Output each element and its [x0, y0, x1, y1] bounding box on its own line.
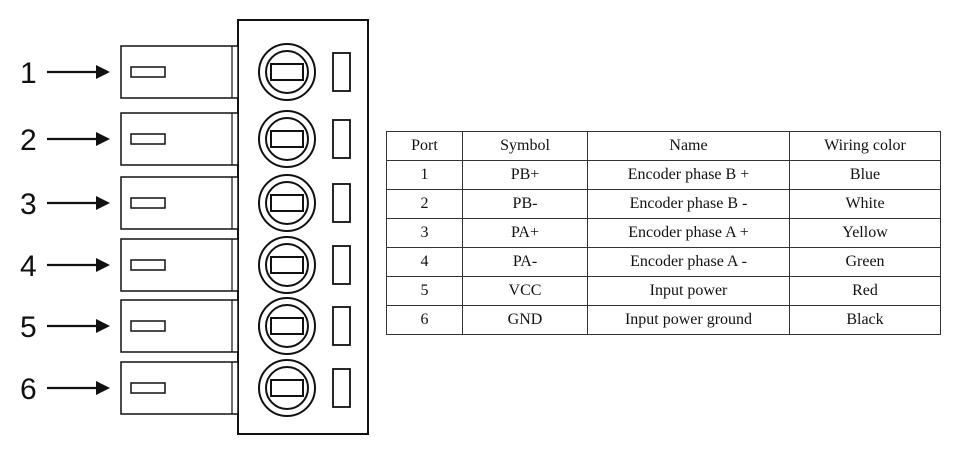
cell-wiring-color: Red [789, 276, 941, 306]
pin-definition-table: Port Symbol Name Wiring color 1 PB+ Enco… [386, 131, 941, 335]
cell-port: 1 [386, 160, 463, 190]
arrow-head [96, 132, 110, 146]
wire-slot [130, 259, 166, 271]
port-number-label: 4 [20, 250, 37, 283]
port-number-label: 6 [20, 373, 37, 406]
wire-entry-block [120, 112, 239, 166]
terminal-position-4: 4 [20, 236, 351, 294]
table-row: 5 VCC Input power Red [386, 276, 941, 306]
arrow-head [96, 258, 110, 272]
cell-name: Input power ground [587, 305, 790, 335]
terminal-position-2: 2 [20, 110, 351, 168]
screw-slot [270, 379, 304, 397]
header-name: Name [587, 131, 790, 161]
table-row: 1 PB+ Encoder phase B + Blue [386, 160, 941, 190]
wire-slot [130, 382, 166, 394]
release-window [332, 52, 351, 92]
table-row: 3 PA+ Encoder phase A + Yellow [386, 218, 941, 248]
header-wiring-color: Wiring color [789, 131, 941, 161]
wire-slot [130, 66, 166, 78]
cell-name: Encoder phase B - [587, 189, 790, 219]
cell-wiring-color: Black [789, 305, 941, 335]
cell-port: 3 [386, 218, 463, 248]
cell-name: Input power [587, 276, 790, 306]
release-window [332, 368, 351, 408]
cell-wiring-color: Blue [789, 160, 941, 190]
table-row: 2 PB- Encoder phase B - White [386, 189, 941, 219]
cell-symbol: PB- [462, 189, 588, 219]
terminal-position-3: 3 [20, 174, 351, 232]
cell-symbol: PA- [462, 247, 588, 277]
cell-name: Encoder phase B + [587, 160, 790, 190]
table-row: 6 GND Input power ground Black [386, 305, 941, 335]
cell-wiring-color: Yellow [789, 218, 941, 248]
arrow-head [96, 381, 110, 395]
release-window [332, 245, 351, 285]
cell-name: Encoder phase A - [587, 247, 790, 277]
port-number-label: 2 [20, 124, 37, 157]
arrow-head [96, 319, 110, 333]
release-window [332, 119, 351, 159]
cell-port: 2 [386, 189, 463, 219]
table-header-row: Port Symbol Name Wiring color [386, 131, 941, 161]
screw-slot [270, 194, 304, 212]
cell-symbol: PB+ [462, 160, 588, 190]
cell-port: 5 [386, 276, 463, 306]
cell-port: 6 [386, 305, 463, 335]
table-row: 4 PA- Encoder phase A - Green [386, 247, 941, 277]
cell-symbol: PA+ [462, 218, 588, 248]
wire-slot [130, 320, 166, 332]
wire-slot [130, 197, 166, 209]
cell-port: 4 [386, 247, 463, 277]
cell-wiring-color: Green [789, 247, 941, 277]
release-window [332, 183, 351, 223]
cell-symbol: VCC [462, 276, 588, 306]
port-number-label: 3 [20, 188, 37, 221]
screw-slot [270, 130, 304, 148]
terminal-position-5: 5 [20, 297, 351, 355]
release-window [332, 306, 351, 346]
terminal-position-6: 6 [20, 359, 351, 417]
header-symbol: Symbol [462, 131, 588, 161]
screw-slot [270, 317, 304, 335]
terminal-connector-diagram: 1 2 3 4 5 6 [20, 19, 369, 435]
screw-slot [270, 256, 304, 274]
cell-symbol: GND [462, 305, 588, 335]
cell-name: Encoder phase A + [587, 218, 790, 248]
arrow-head [96, 65, 110, 79]
port-number-label: 1 [20, 57, 37, 90]
wire-slot [130, 133, 166, 145]
arrow-head [96, 196, 110, 210]
screw-slot [270, 63, 304, 81]
header-port: Port [386, 131, 463, 161]
terminal-position-1: 1 [20, 43, 351, 101]
cell-wiring-color: White [789, 189, 941, 219]
port-number-label: 5 [20, 311, 37, 344]
